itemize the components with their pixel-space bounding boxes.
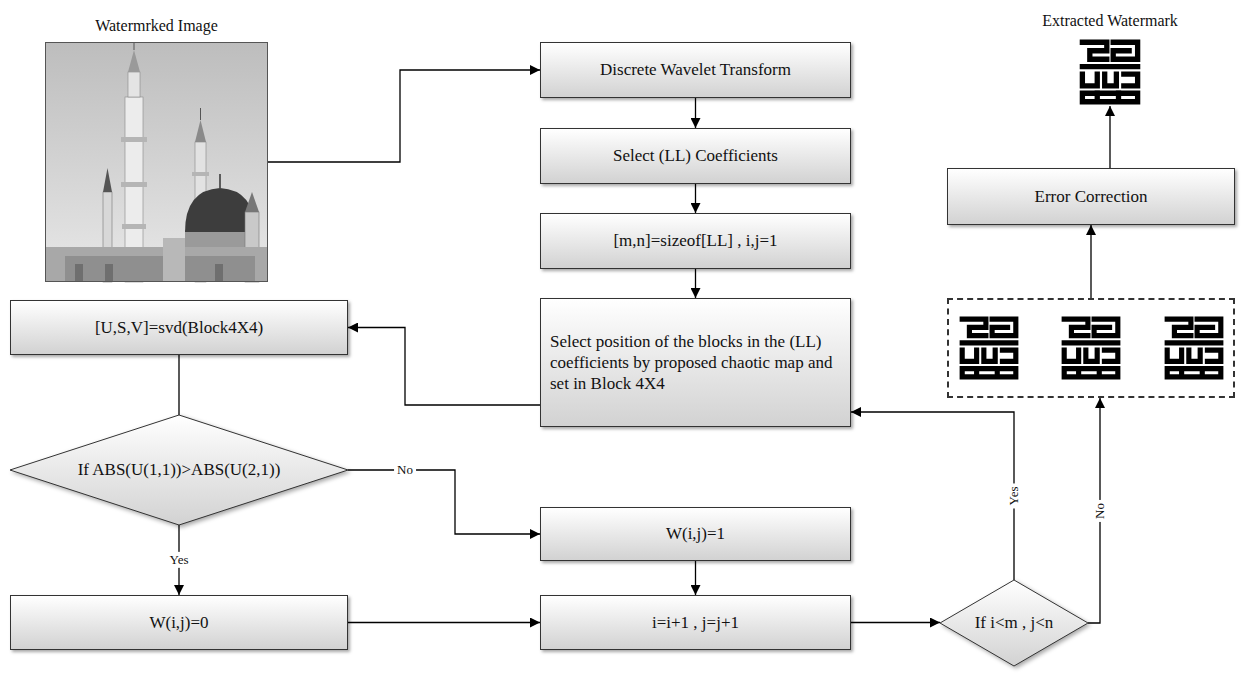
node-label: Discrete Wavelet Transform	[600, 59, 791, 80]
image-frame: Watermrked Image	[45, 42, 268, 282]
flow-arrow	[851, 622, 940, 623]
branch-label: Yes	[1006, 484, 1022, 509]
process-box: Discrete Wavelet Transform	[540, 42, 851, 98]
branch-label: No	[1092, 500, 1108, 522]
candidate-group	[947, 298, 1235, 398]
flow-arrow	[178, 355, 179, 415]
decision-diamond: If i<m , j<n	[940, 580, 1088, 666]
node-label: W(i,j)=0	[149, 612, 208, 633]
process-box: i=i+1 , j=j+1	[540, 595, 851, 650]
watermark-logo	[958, 315, 1020, 381]
node-label: Select position of the blocks in the (LL…	[550, 331, 841, 395]
watermark-logo	[1163, 315, 1225, 381]
branch-label: No	[394, 462, 416, 478]
node-label: If ABS(U(1,1))>ABS(U(2,1))	[78, 459, 281, 480]
flow-arrow	[1090, 225, 1091, 298]
flow-arrow	[268, 70, 540, 162]
node-label: Select (LL) Coefficients	[613, 145, 778, 166]
process-box: Error Correction	[947, 168, 1235, 225]
decision-diamond: If ABS(U(1,1))>ABS(U(2,1))	[10, 415, 348, 525]
watermark-frame: Extracted Watermark	[1078, 38, 1142, 106]
flow-arrow	[348, 622, 540, 623]
node-label: Error Correction	[1035, 186, 1148, 207]
branch-label: Yes	[167, 552, 192, 568]
node-label: [m,n]=sizeof[LL] , i,j=1	[613, 230, 777, 251]
node-label: i=i+1 , j=j+1	[652, 612, 739, 633]
process-box: W(i,j)=0	[10, 595, 348, 650]
watermark-logo	[1060, 315, 1122, 381]
process-box: [U,S,V]=svd(Block4X4)	[10, 300, 348, 355]
flow-arrow	[695, 184, 696, 213]
flow-arrow	[695, 98, 696, 128]
flow-arrow	[348, 328, 540, 406]
flow-arrow	[695, 561, 696, 595]
image-heading: Watermrked Image	[95, 16, 218, 35]
flow-arrow	[348, 470, 540, 534]
image-heading: Extracted Watermark	[1042, 11, 1178, 30]
flow-arrow	[851, 412, 1014, 580]
process-box: Select (LL) Coefficients	[540, 128, 851, 184]
node-label: If i<m , j<n	[975, 612, 1054, 633]
node-label: [U,S,V]=svd(Block4X4)	[95, 317, 263, 338]
mosque-photo	[45, 42, 268, 282]
flow-arrow	[1109, 106, 1110, 168]
process-box: [m,n]=sizeof[LL] , i,j=1	[540, 213, 851, 269]
flow-arrow	[695, 269, 696, 298]
watermark-logo	[1078, 38, 1142, 106]
process-box: Select position of the blocks in the (LL…	[540, 298, 851, 427]
node-label: W(i,j)=1	[666, 523, 725, 544]
process-box: W(i,j)=1	[540, 507, 851, 561]
